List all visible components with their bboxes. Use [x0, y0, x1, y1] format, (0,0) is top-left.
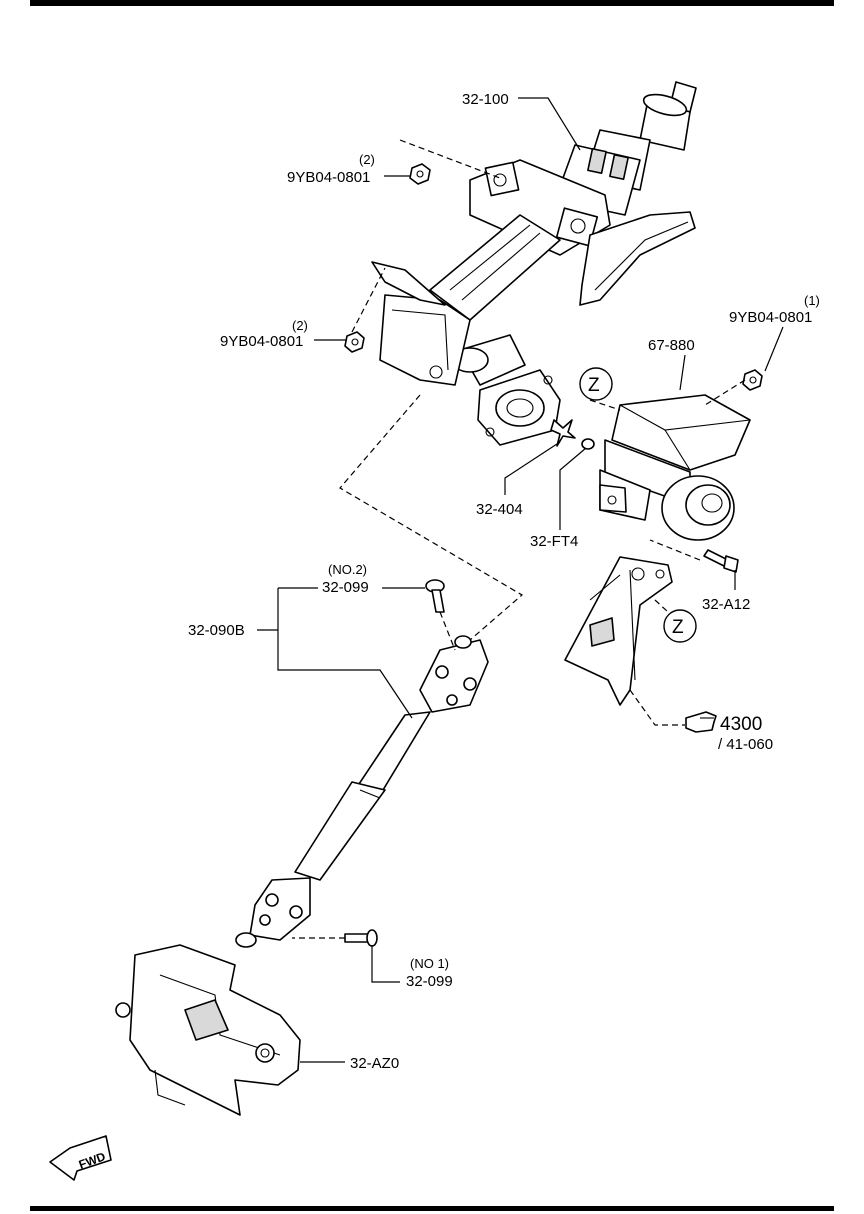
callout-control-unit: 67-880 — [648, 337, 695, 354]
callout-boot-cover: 32-AZ0 — [350, 1055, 399, 1072]
intermediate-shaft-part[interactable] — [235, 635, 489, 948]
callout-shaft-assembly: 32-090B — [188, 622, 245, 639]
left-nut-part[interactable] — [344, 331, 365, 353]
ring-part[interactable] — [550, 419, 576, 447]
reference-sub[interactable]: / 41-060 — [718, 736, 773, 753]
callout-left-nut: 9YB04-0801 — [220, 333, 303, 350]
zone-marker-upper: Z — [579, 367, 613, 401]
plug-part[interactable] — [581, 438, 595, 450]
callout-top-nut-qty: (2) — [359, 152, 375, 167]
bottom-border — [30, 1206, 834, 1211]
svg-text:Z: Z — [588, 375, 600, 396]
reference-group[interactable]: 4300 — [720, 714, 762, 735]
callout-upper-bolt-no: (NO.2) — [328, 562, 367, 577]
top-nut-part[interactable] — [409, 163, 431, 185]
boot-cover-part[interactable] — [115, 944, 301, 1116]
callout-lower-bolt-no: (NO 1) — [410, 956, 449, 971]
upper-bolt-part[interactable] — [425, 579, 445, 613]
zone-marker-lower: Z — [663, 609, 697, 643]
callout-unit-bolt: 32-A12 — [702, 596, 750, 613]
svg-text:Z: Z — [672, 617, 684, 638]
callout-plug: 32-FT4 — [530, 533, 578, 550]
unit-bolt-part[interactable] — [703, 549, 739, 573]
fwd-arrow-icon: FWD — [49, 1135, 112, 1181]
right-nut-part[interactable] — [742, 369, 763, 391]
leader-lines — [257, 97, 784, 1063]
lower-bolt-part[interactable] — [344, 929, 378, 947]
callout-lower-bolt: 32-099 — [406, 973, 453, 990]
motor-control-unit-part[interactable] — [599, 394, 751, 541]
assembly-guide-lines — [292, 139, 746, 939]
steering-column-part[interactable] — [371, 81, 697, 446]
callout-column-assembly: 32-100 — [462, 91, 509, 108]
pointing-hand-icon[interactable] — [685, 711, 717, 733]
callout-top-nut: 9YB04-0801 — [287, 169, 370, 186]
callout-right-nut: 9YB04-0801 — [729, 309, 812, 326]
callout-left-nut-qty: (2) — [292, 318, 308, 333]
top-border — [30, 0, 834, 6]
callout-upper-bolt: 32-099 — [322, 579, 369, 596]
callout-ring: 32-404 — [476, 501, 523, 518]
mount-bracket-part[interactable] — [564, 556, 673, 706]
callout-right-nut-qty: (1) — [804, 293, 820, 308]
